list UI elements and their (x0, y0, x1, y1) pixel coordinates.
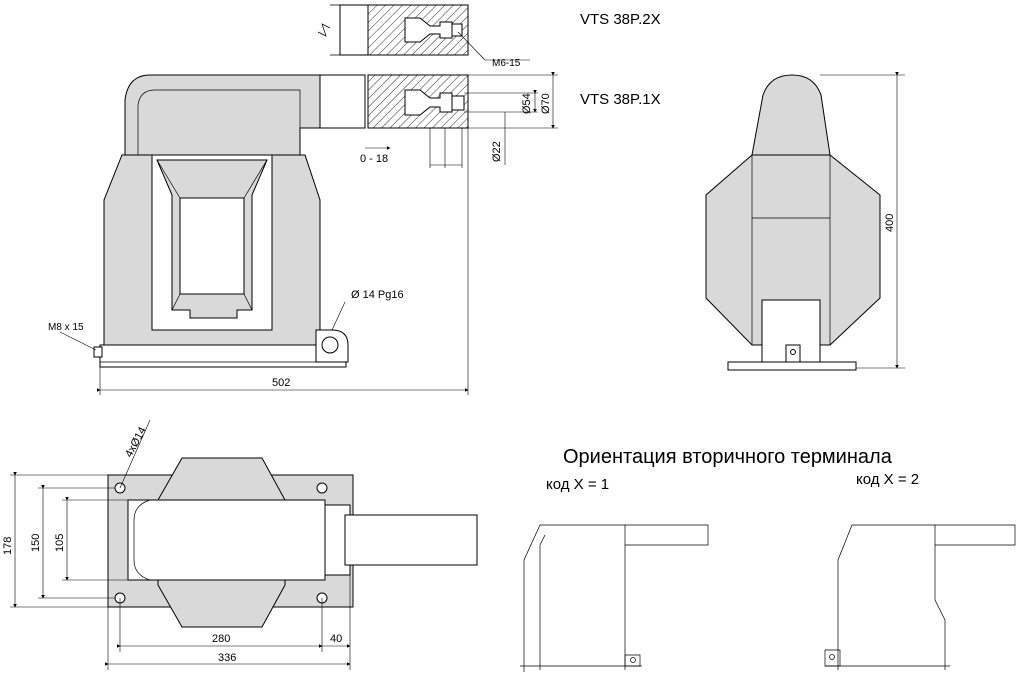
m8-bolt (93, 346, 103, 358)
base-plate (99, 344, 347, 368)
thread-label: M6-15 (492, 58, 521, 69)
holes-label: 4xØ14 (123, 425, 149, 459)
dim-280-label: 280 (212, 633, 230, 645)
dia-22-label: Ø22 (491, 141, 503, 162)
dim-40-label: 40 (330, 633, 342, 645)
orientation-x2 (824, 524, 1016, 670)
dia-70-label: Ø70 (540, 93, 552, 114)
top-core (127, 499, 326, 581)
width-502-label: 502 (272, 377, 290, 389)
side-base (727, 361, 857, 371)
window-center (179, 197, 245, 295)
terminal-head-inner (137, 89, 300, 155)
top-view (10, 419, 478, 670)
orientation-x1 (520, 524, 709, 672)
code-1-label: код X = 1 (546, 476, 609, 493)
side-view (705, 72, 905, 371)
grommet-label: Ø 14 Pg16 (351, 289, 404, 301)
dia-54-label: Ø54 (521, 93, 533, 114)
model-2x-label: VTS 38P.2X (580, 11, 661, 28)
height-400-label: 400 (884, 214, 896, 232)
top-terminal-arm (344, 514, 478, 566)
model-1x-label: VTS 38P.1X (580, 91, 661, 108)
code-2-label: код X = 2 (856, 471, 919, 488)
grommet-hole (321, 336, 339, 354)
mount-hole-2 (316, 482, 328, 494)
dim-150-label: 150 (30, 534, 42, 552)
range-label: 0 - 18 (360, 153, 388, 165)
terminal-section-2x (317, 4, 469, 56)
dim-105-label: 105 (54, 534, 66, 552)
terminal-section-1x (367, 74, 469, 129)
dim-336-label: 336 (218, 652, 236, 664)
front-view (59, 4, 558, 395)
orientation-title: Ориентация вторичного терминала (563, 446, 893, 468)
bolt-label: M8 x 15 (48, 322, 84, 333)
terminal-rod (319, 74, 366, 129)
side-dome (751, 74, 831, 156)
dim-178-label: 178 (2, 537, 14, 555)
terminal-head (124, 74, 321, 156)
